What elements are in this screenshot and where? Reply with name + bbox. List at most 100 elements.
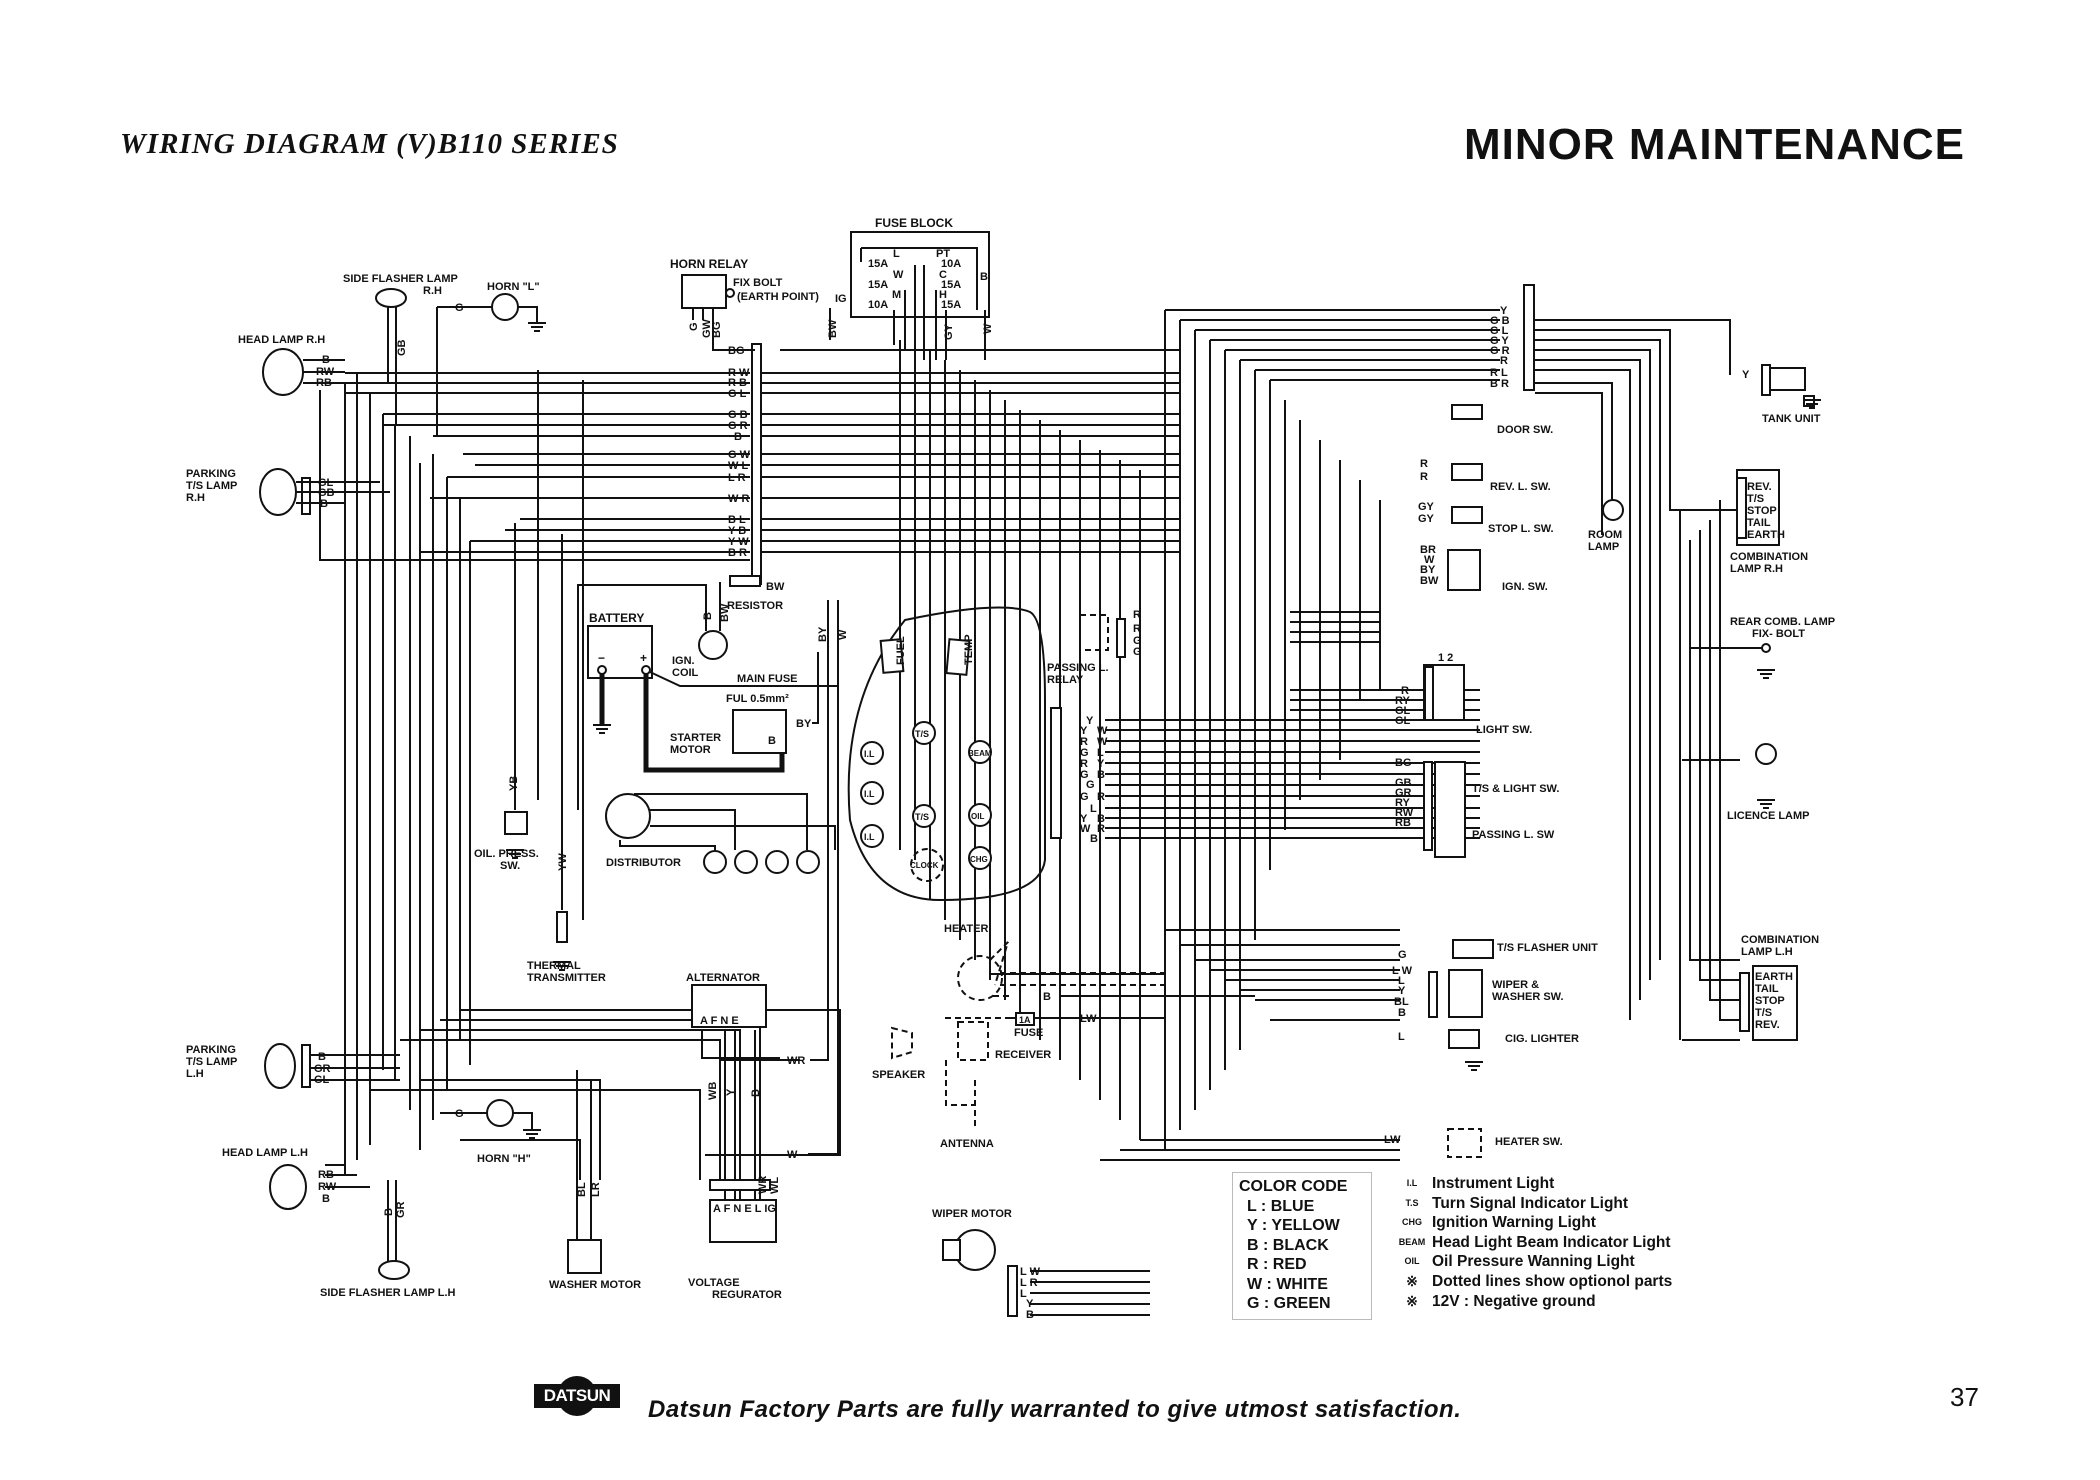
- svg-text:WR: WR: [787, 1055, 805, 1067]
- lower-horizontals: [990, 929, 1400, 1316]
- svg-text:G: G: [1133, 635, 1142, 647]
- svg-text:BG: BG: [728, 345, 745, 357]
- svg-text:R L: R L: [1490, 367, 1508, 379]
- svg-text:VOLTAGE: VOLTAGE: [688, 1277, 740, 1289]
- svg-text:(EARTH POINT): (EARTH POINT): [737, 291, 819, 303]
- svg-text:ROOM: ROOM: [1588, 529, 1622, 541]
- svg-text:G: G: [1080, 791, 1089, 803]
- svg-text:R: R: [1133, 623, 1141, 635]
- svg-text:SW.: SW.: [500, 860, 520, 872]
- svg-text:L W: L W: [1020, 1266, 1041, 1278]
- svg-text:EARTH: EARTH: [1747, 529, 1785, 541]
- svg-text:Y: Y: [1080, 813, 1088, 825]
- tank-unit: TANK UNIT Y: [1742, 364, 1821, 425]
- svg-text:B: B: [322, 354, 330, 366]
- svg-text:BY: BY: [796, 718, 812, 730]
- svg-text:B: B: [320, 498, 328, 510]
- legend-code: R : RED: [1247, 1256, 1307, 1273]
- svg-text:FUEL: FUEL: [895, 636, 907, 665]
- svg-text:T/S LAMP: T/S LAMP: [186, 1056, 237, 1068]
- svg-text:B R: B R: [1490, 378, 1509, 390]
- legend-title: COLOR CODE: [1239, 1178, 1348, 1195]
- svg-text:R: R: [1420, 471, 1428, 483]
- washer-motor: WASHER MOTOR: [549, 1070, 641, 1291]
- svg-text:TAIL: TAIL: [1755, 983, 1779, 995]
- svg-text:WL: WL: [769, 1177, 781, 1194]
- svg-text:W L: W L: [728, 460, 748, 472]
- cigarette-lighter: CIG. LIGHTER: [1448, 1029, 1579, 1049]
- svg-text:LIGHT SW.: LIGHT SW.: [1476, 724, 1532, 736]
- side-flasher-lamp-rh: SIDE FLASHER LAMP R.H: [343, 273, 458, 425]
- svg-text:B: B: [1043, 991, 1051, 1003]
- svg-text:B: B: [980, 271, 988, 283]
- svg-text:COMBINATION: COMBINATION: [1730, 551, 1808, 563]
- svg-text:LW: LW: [1384, 1134, 1401, 1146]
- svg-text:G: G: [1086, 779, 1095, 791]
- thermal-transmitter: THERMAL TRANSMITTER YW: [527, 534, 606, 984]
- speaker: SPEAKER: [872, 1026, 925, 1081]
- datsun-logo: DATSUN: [534, 1376, 620, 1416]
- svg-text:Y B: Y B: [728, 525, 746, 537]
- svg-text:MOTOR: MOTOR: [670, 744, 711, 756]
- svg-text:BR: BR: [1420, 544, 1436, 556]
- heater-switch: HEATER SW. LW: [1384, 1128, 1563, 1158]
- svg-text:B: B: [734, 431, 742, 443]
- svg-text:T/S: T/S: [1755, 1007, 1772, 1019]
- svg-text:GL: GL: [1395, 715, 1411, 727]
- svg-text:IG: IG: [835, 293, 847, 305]
- svg-text:M: M: [892, 289, 901, 301]
- svg-text:W: W: [1424, 554, 1435, 566]
- svg-text:RESISTOR: RESISTOR: [727, 600, 783, 612]
- svg-text:RB: RB: [316, 377, 332, 389]
- svg-text:REV.: REV.: [1747, 481, 1772, 493]
- legend-code: L : BLUE: [1247, 1197, 1315, 1215]
- svg-text:Y: Y: [1026, 1298, 1034, 1310]
- head-lamp-lh: HEAD LAMP L.H: [222, 1147, 308, 1210]
- legend-code: B : BLACK: [1247, 1236, 1329, 1254]
- fuse-15a-1: 15A: [868, 258, 888, 270]
- ignition-switch: IGN. SW.: [1447, 549, 1548, 593]
- svg-text:+: +: [640, 651, 647, 665]
- svg-text:LAMP L.H: LAMP L.H: [1741, 946, 1793, 958]
- svg-text:CLOCK: CLOCK: [910, 861, 939, 870]
- alternator: ALTERNATOR A F N E WR W: [686, 600, 839, 1200]
- svg-text:GB: GB: [1395, 777, 1412, 789]
- horn-h: HORN "H": [440, 1099, 533, 1165]
- svg-text:HEATER: HEATER: [944, 923, 988, 935]
- svg-text:B R: B R: [728, 547, 747, 559]
- svg-text:B: B: [383, 1208, 395, 1216]
- svg-text:HEAD LAMP R.H: HEAD LAMP R.H: [238, 334, 325, 346]
- svg-text:L R: L R: [728, 472, 746, 484]
- lower-left-wires: [305, 1009, 841, 1210]
- svg-text:R W: R W: [728, 367, 750, 379]
- svg-text:BY: BY: [1420, 564, 1436, 576]
- svg-text:Y W: Y W: [728, 536, 749, 548]
- svg-text:BW: BW: [719, 603, 731, 622]
- svg-text:G: G: [455, 1108, 464, 1120]
- fuse-10a-2: 10A: [941, 258, 961, 270]
- svg-text:BW: BW: [1420, 575, 1439, 587]
- svg-text:Y: Y: [1398, 985, 1406, 997]
- svg-text:RB: RB: [1395, 817, 1411, 829]
- symbol-legend-row: ※12V : Negative ground: [1392, 1292, 1672, 1312]
- svg-text:R: R: [1401, 685, 1409, 697]
- passing-light-relay: PASSING L. RELAY: [1047, 614, 1126, 686]
- svg-text:B: B: [322, 1193, 330, 1205]
- svg-text:SPEAKER: SPEAKER: [872, 1069, 925, 1081]
- svg-text:T/S: T/S: [915, 812, 929, 822]
- voltage-regulator: A F N E L IG VOLTAGE REGURATOR: [688, 1179, 782, 1301]
- svg-text:REAR COMB. LAMP: REAR COMB. LAMP: [1730, 616, 1835, 628]
- svg-text:GB: GB: [396, 339, 408, 356]
- svg-text:G L: G L: [1490, 325, 1509, 337]
- svg-text:G Y: G Y: [1490, 335, 1509, 347]
- svg-text:B: B: [1026, 1309, 1034, 1321]
- svg-text:GB: GB: [318, 487, 335, 499]
- svg-text:WIPER &: WIPER &: [1492, 979, 1539, 991]
- svg-text:LAMP: LAMP: [1588, 541, 1619, 553]
- svg-text:W: W: [1097, 736, 1108, 748]
- svg-text:W: W: [982, 323, 994, 334]
- svg-text:GY: GY: [943, 323, 955, 340]
- horn-relay-label: HORN RELAY: [670, 257, 748, 271]
